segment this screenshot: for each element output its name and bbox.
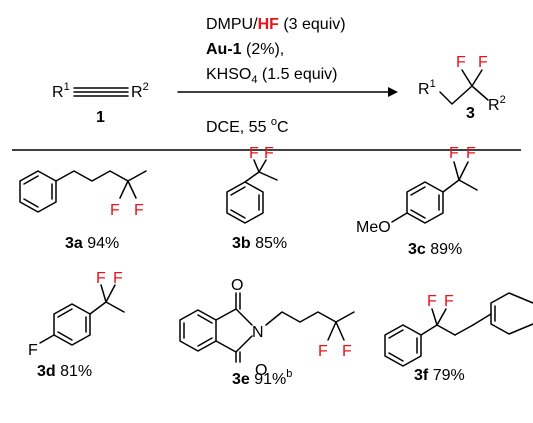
compound-3b: F F 3b 85% [226,145,287,252]
reagent-line-4: DCE, 55 oC [206,116,289,136]
substrate-alkyne: R1 R2 1 [52,81,149,126]
product-r2: R2 [488,94,506,114]
compound-3d: F F F 3d 81% [28,270,125,380]
3c-methoxy: MeO [356,219,391,236]
compound-3f: F F 3f 79% [384,292,533,384]
3d-fluoro: F [28,342,38,359]
3f-f1: F [427,293,437,310]
3e-o1: O [231,277,243,294]
3e-o2: O [255,362,267,379]
3a-label: 3a 94% [65,235,119,252]
3a-f2: F [134,202,144,219]
3e-f1: F [318,343,328,360]
3c-label: 3c 89% [408,241,462,258]
3e-n: N [252,324,264,341]
product-f1: F [456,54,466,71]
substrate-r2: R2 [131,81,149,101]
3c-f2: F [466,145,476,162]
compound-3c: F F MeO 3c 89% [356,145,478,258]
3e-f2: F [342,343,352,360]
3b-label: 3b 85% [232,235,287,252]
3a-f1: F [110,202,120,219]
3b-f1: F [249,145,259,162]
3f-f2: F [444,293,454,310]
product-f2: F [478,54,488,71]
reagent-line-3: KHSO4 (1.5 equiv) [206,66,338,86]
3c-f1: F [449,145,459,162]
reaction-arrow-head [388,87,398,97]
3e-label: 3e 91%b [232,368,292,388]
product-gem-difluoride: R1 F F R2 3 [418,54,506,122]
reaction-conditions: DMPU/HF (3 equiv) Au-1 (2%), KHSO4 (1.5 … [206,16,346,136]
3d-f2: F [113,270,123,287]
substrate-number: 1 [96,109,105,126]
3d-f1: F [96,270,106,287]
3b-f2: F [264,145,274,162]
reagent-line-1: DMPU/HF (3 equiv) [206,16,346,33]
3f-label: 3f 79% [414,367,465,384]
compound-3a: F F 3a 94% [19,170,147,252]
3d-label: 3d 81% [37,363,92,380]
product-number: 3 [466,105,475,122]
product-r1: R1 [418,78,436,98]
substrate-r1: R1 [52,81,70,101]
compound-3e: O O N F F 3e 91%b [179,277,355,388]
reagent-line-2: Au-1 (2%), [206,41,284,58]
